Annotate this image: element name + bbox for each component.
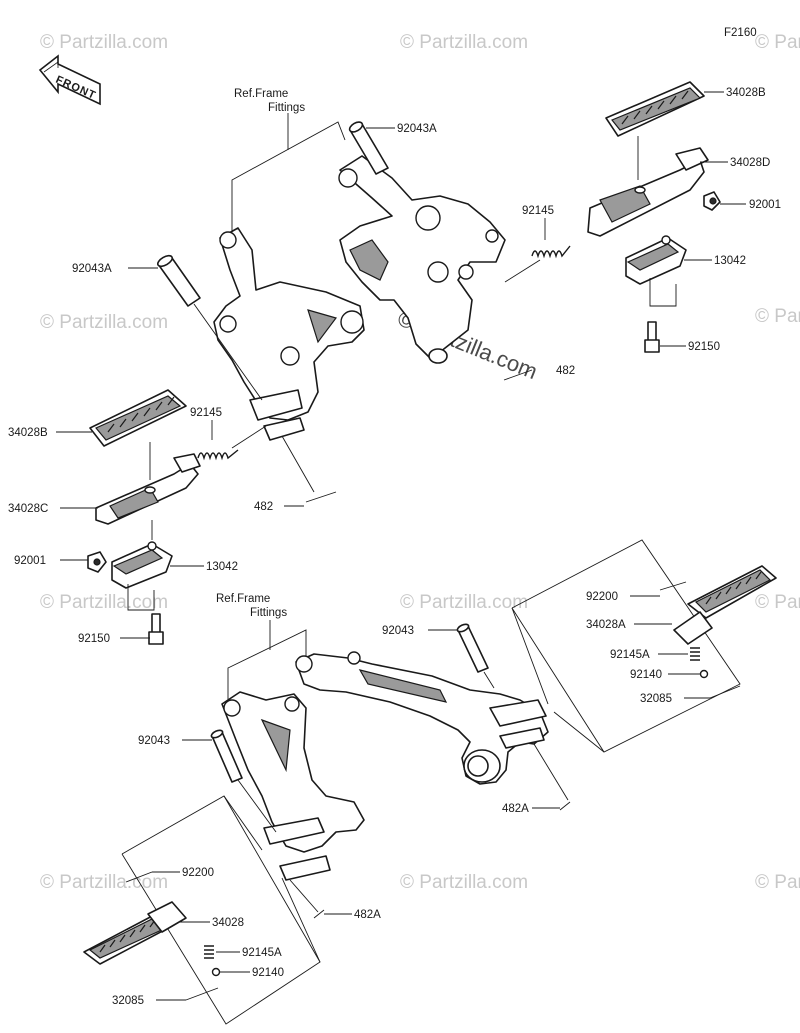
part-label: 32085 [112, 995, 144, 1007]
ref-frame-label: Fittings [250, 607, 287, 619]
upper-left-bracket [213, 227, 365, 441]
leader-line [231, 121, 346, 235]
watermark: © Partzilla.com [755, 592, 800, 613]
upper-right-bracket [338, 155, 506, 364]
part-label: 92043 [138, 735, 170, 747]
part-label: 92043 [382, 625, 414, 637]
ball-92140-left [211, 967, 221, 977]
watermark: © Partzilla.com [40, 32, 168, 53]
lower-left-bracket [221, 691, 365, 881]
pin-92043A-upper-right [348, 121, 389, 175]
front-arrow-icon: FRONT [38, 54, 101, 106]
pin-92200-left [125, 871, 153, 883]
watermark: © Partzilla.com [755, 306, 800, 327]
part-label: 92145 [190, 407, 222, 419]
watermark: © Partzilla.com [40, 312, 168, 333]
part-label: 92140 [630, 669, 662, 681]
leader-line [281, 877, 321, 963]
part-label: 92200 [586, 591, 618, 603]
watermark: © Partzilla.com [400, 32, 528, 53]
part-label: 92001 [14, 555, 46, 567]
watermark: © Partzilla.com [400, 872, 528, 893]
watermark: © Partzilla.com [755, 872, 800, 893]
part-label: 92200 [182, 867, 214, 879]
part-label: 92145A [610, 649, 650, 661]
leader-line [533, 743, 569, 801]
pin-92043-middle [456, 623, 489, 673]
rubber-34028B-lower [89, 389, 187, 447]
ref-frame-label: Ref.Frame [216, 593, 270, 605]
footpeg-34028C [95, 453, 201, 525]
leader-line [289, 879, 319, 913]
part-label: 92145 [522, 205, 554, 217]
watermark: © Partzilla.com [755, 32, 800, 53]
bracket-13042-upper [625, 235, 687, 285]
footpeg-34028A [673, 565, 777, 645]
footpeg-34028D [587, 147, 709, 237]
ref-frame-label: Ref.Frame [234, 88, 288, 100]
part-label: 92001 [749, 199, 781, 211]
watermark: © Partzilla.com [40, 592, 168, 613]
part-label: 482A [354, 909, 381, 921]
leader-line [511, 607, 549, 705]
part-label: 34028B [726, 87, 766, 99]
leader-line [237, 779, 277, 833]
leader-line [127, 584, 155, 611]
bolt-92001-upper [703, 191, 721, 211]
watermark: © Partzilla.com [400, 592, 528, 613]
footpeg-34028 [83, 901, 187, 965]
pin-32085-left [185, 987, 219, 1001]
part-label: 32085 [640, 693, 672, 705]
pin-92200-right [659, 581, 687, 591]
bracket-13042-lower [111, 541, 173, 589]
ball-92140-right [699, 669, 709, 679]
pin-92043A-upper-left [156, 254, 201, 307]
part-label: 92043A [397, 123, 437, 135]
leader-line [231, 425, 267, 449]
part-label: 92150 [688, 341, 720, 353]
spring-92145A-right [690, 647, 700, 661]
watermark: © Partzilla.com [40, 872, 168, 893]
part-label: 13042 [714, 255, 746, 267]
part-label: 482 [556, 365, 575, 377]
bolt-92150-lower [148, 613, 164, 645]
callout-box [511, 539, 741, 753]
leader-line [649, 278, 677, 307]
part-label: 92043A [72, 263, 112, 275]
leader-line [504, 259, 541, 283]
part-label: 13042 [206, 561, 238, 573]
pin-92043-lower-left [210, 729, 243, 783]
part-label: 482A [502, 803, 529, 815]
bolt-92001-lower [87, 551, 107, 573]
spring-92145-upper-left [197, 449, 239, 461]
cotter-pin-482-upper-right [503, 369, 533, 381]
part-label: 34028A [586, 619, 626, 631]
part-label: 92145A [242, 947, 282, 959]
part-label: 92140 [252, 967, 284, 979]
part-label: 34028C [8, 503, 48, 515]
part-label: 482 [254, 501, 273, 513]
cotter-pin-482A-left [313, 909, 325, 919]
part-label: 34028B [8, 427, 48, 439]
part-label: 34028D [730, 157, 770, 169]
pin-32085-right [709, 685, 741, 699]
part-label: 34028 [212, 917, 244, 929]
bolt-92150-upper [644, 321, 660, 353]
leader-line [281, 435, 315, 493]
cotter-pin-482A-right [559, 801, 571, 811]
spring-92145-upper-right [531, 245, 571, 259]
leader-line [227, 629, 307, 700]
leader-line [193, 303, 263, 401]
diagram-code: F2160 [724, 27, 757, 39]
rubber-34028B-upper [605, 81, 705, 137]
leader-line [223, 795, 263, 851]
ref-frame-label: Fittings [268, 102, 305, 114]
leader-line [483, 671, 495, 689]
part-label: 92150 [78, 633, 110, 645]
leader-line [553, 711, 605, 753]
spring-92145A-left [204, 945, 214, 959]
cotter-pin-482-upper-left [305, 491, 337, 503]
brake-pedal-assembly [295, 651, 549, 785]
